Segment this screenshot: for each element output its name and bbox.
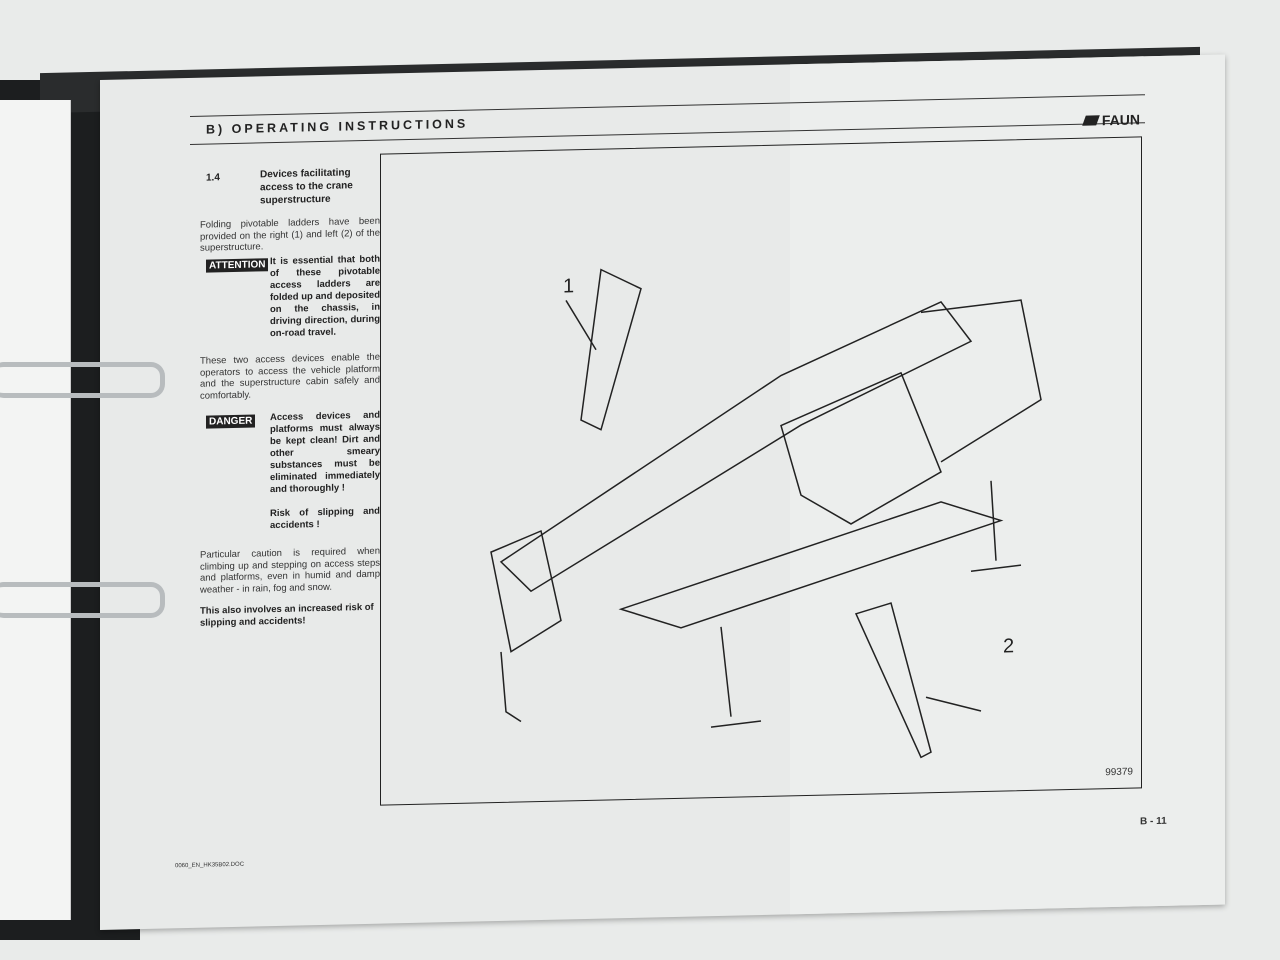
figure-frame: 1 2 99379: [380, 136, 1142, 806]
crane-boom: [499, 300, 973, 593]
left-pages: [0, 100, 71, 920]
chassis: [618, 501, 1004, 629]
danger-risk-text: Risk of slipping and accidents !: [270, 505, 380, 532]
hook: [500, 651, 522, 723]
callout-line-1: [565, 300, 597, 351]
boom-head: [490, 529, 562, 653]
attention-text: It is essential that both of these pivot…: [270, 253, 380, 340]
faun-logo: FAUN: [1084, 111, 1140, 128]
page-number: B - 11: [1140, 815, 1167, 828]
ladder-2: [854, 602, 932, 759]
danger-text: Access devices and platforms must always…: [270, 409, 380, 496]
paragraph-caution: Particular caution is required when clim…: [200, 545, 380, 596]
callout-1: 1: [563, 275, 575, 298]
attention-badge: ATTENTION: [206, 258, 269, 273]
section-title: Devices facilitating access to the crane…: [260, 167, 353, 207]
paragraph-access: These two access devices enable the oper…: [200, 351, 380, 402]
danger-badge: DANGER: [206, 414, 256, 429]
figure-number: 99379: [1105, 766, 1133, 779]
section-number: 1.4: [206, 172, 220, 184]
cabin: [780, 371, 942, 525]
ladder-1: [580, 268, 642, 431]
binder-ring-bottom: [0, 582, 165, 618]
page-title: B) OPERATING INSTRUCTIONS: [206, 116, 469, 137]
file-name: 0060_EN_HK35B02.DOC: [175, 861, 245, 870]
binder-ring-top: [0, 362, 165, 398]
outrigger-right: [970, 480, 1022, 572]
paragraph-risk: This also involves an increased risk of …: [200, 601, 374, 629]
paragraph-ladders: Folding pivotable ladders have been prov…: [200, 215, 380, 254]
callout-2: 2: [1003, 635, 1015, 658]
crane-drawing: [490, 268, 1042, 759]
outrigger-left: [710, 626, 762, 728]
manual-page: B) OPERATING INSTRUCTIONS FAUN 1.4 Devic…: [100, 54, 1225, 931]
callout-line-2: [925, 696, 982, 712]
superstructure: [920, 299, 1042, 463]
